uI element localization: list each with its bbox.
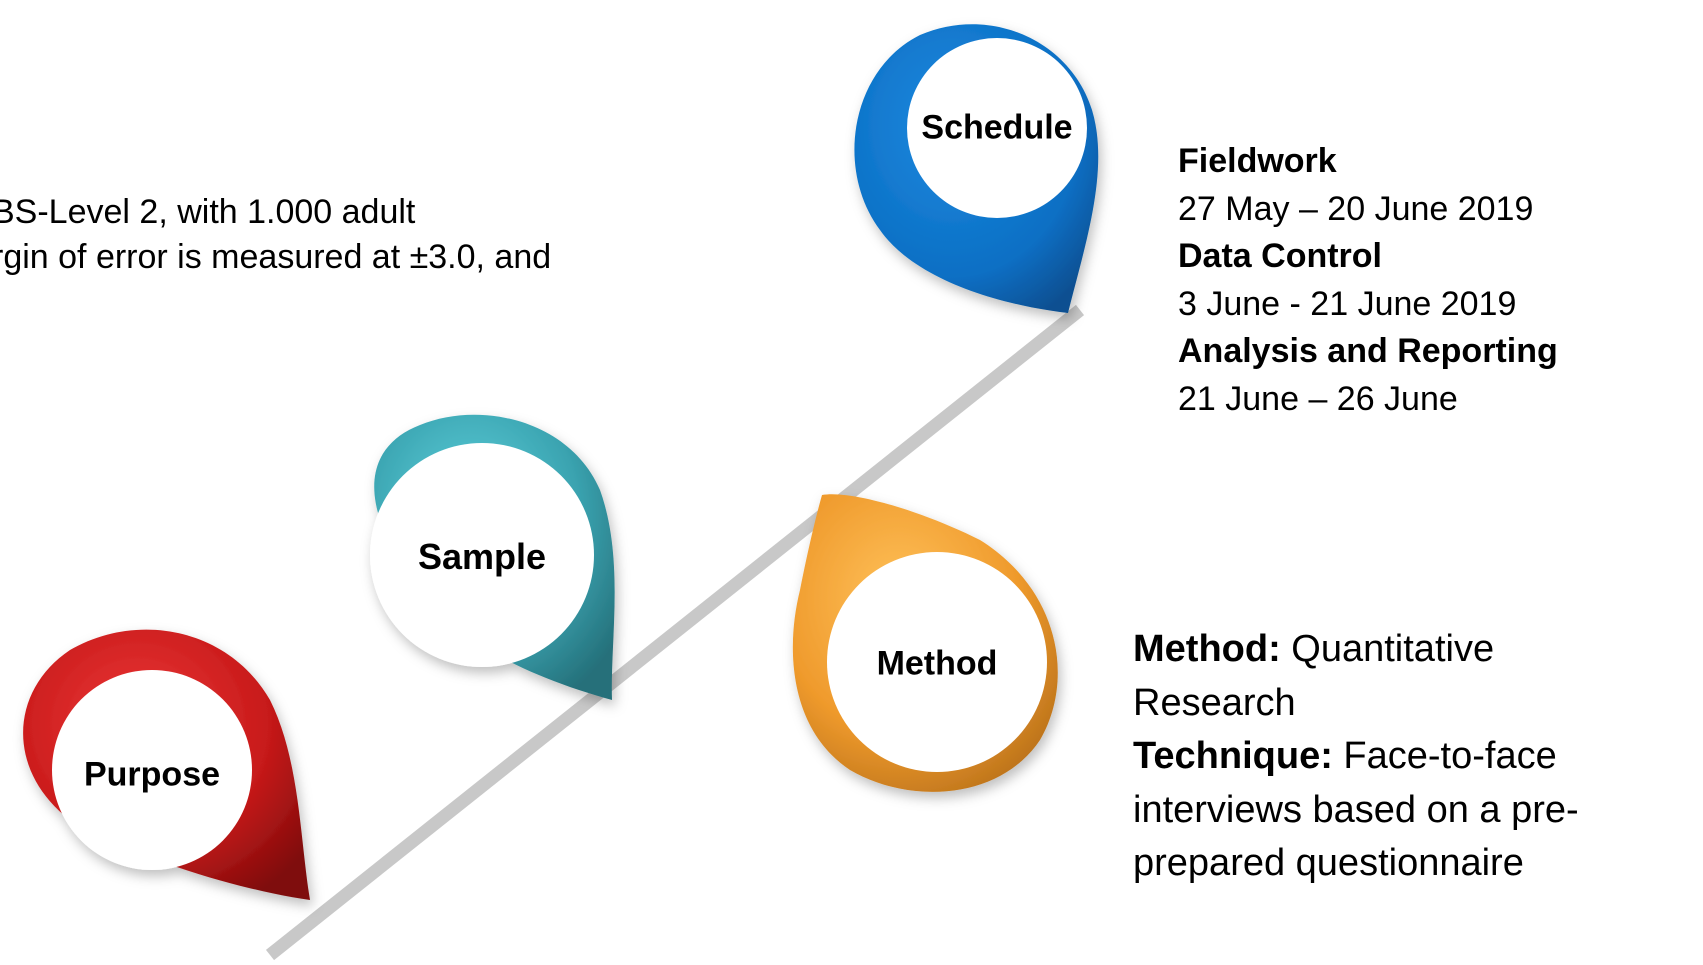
method-value: Quantitative (1280, 628, 1495, 670)
data-control-dates: 3 June - 21 June 2019 (1178, 284, 1517, 323)
method-pin (792, 494, 1058, 792)
method-pin-center (827, 552, 1047, 772)
sample-description-line-2: rgin of error is measured at ±3.0, and (0, 238, 552, 276)
schedule-pin-center (907, 38, 1087, 218)
technique-line-2: interviews based on a pre- (1133, 788, 1579, 831)
purpose-pin (23, 629, 311, 900)
method-value-line-2: Research (1133, 681, 1296, 724)
sample-pin-center (370, 443, 594, 667)
purpose-pin-label: Purpose (83, 755, 221, 794)
method-line: Method: Quantitative (1133, 623, 1693, 677)
sample-description: BS-Level 2, with 1.000 adult rgin of err… (0, 190, 760, 300)
fieldwork-dates: 27 May – 20 June 2019 (1178, 189, 1534, 228)
schedule-pin (854, 24, 1099, 314)
schedule-details: Fieldwork 27 May – 20 June 2019 Data Con… (1178, 138, 1698, 423)
sample-pin-label: Sample (417, 536, 547, 577)
timeline-line (265, 304, 1085, 961)
schedule-pin-label: Schedule (921, 108, 1073, 147)
analysis-dates: 21 June – 26 June (1178, 379, 1458, 418)
technique-line: Technique: Face-to-face (1133, 730, 1693, 784)
method-details: Method: Quantitative Research Technique:… (1133, 623, 1693, 891)
technique-line-3: prepared questionnaire (1133, 842, 1524, 884)
sample-pin (370, 414, 615, 700)
technique-label: Technique: (1133, 735, 1333, 777)
method-label: Method: (1133, 628, 1281, 670)
purpose-pin-center (52, 670, 252, 870)
method-pin-label: Method (876, 644, 998, 683)
analysis-label: Analysis and Reporting (1178, 332, 1558, 370)
sample-description-line-1: BS-Level 2, with 1.000 adult (0, 193, 416, 231)
fieldwork-label: Fieldwork (1178, 142, 1337, 180)
technique-value: Face-to-face (1332, 735, 1557, 777)
data-control-label: Data Control (1178, 237, 1382, 275)
